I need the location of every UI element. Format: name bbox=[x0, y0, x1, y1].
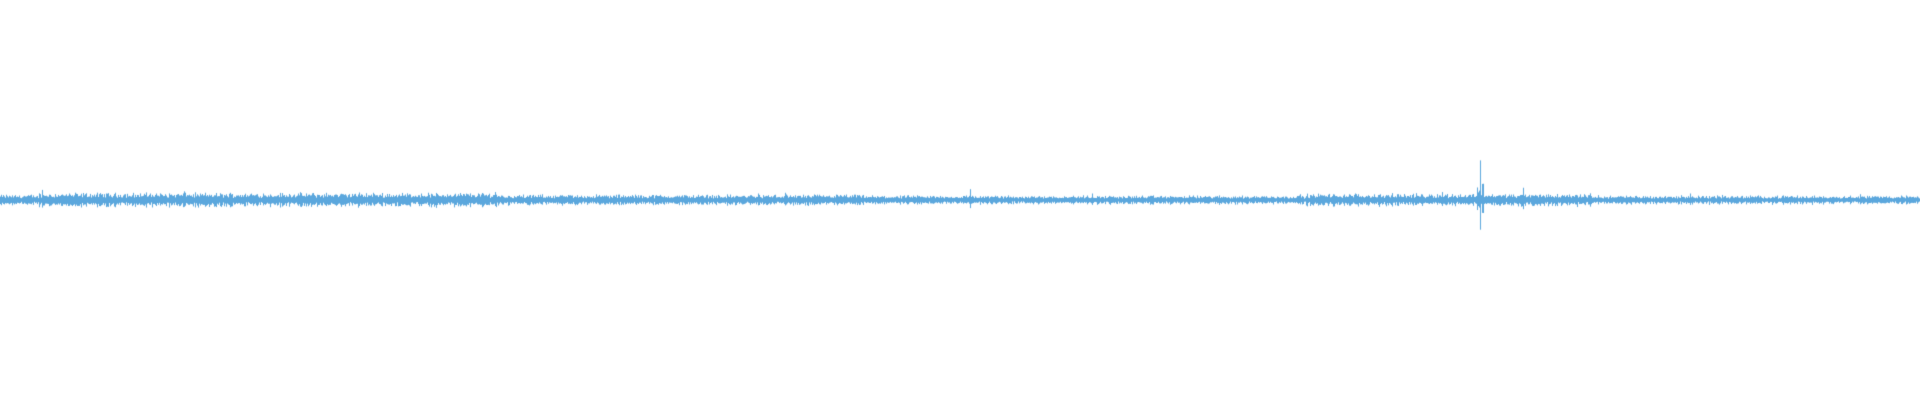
audio-waveform[interactable] bbox=[0, 0, 1920, 400]
waveform-viewport[interactable] bbox=[0, 0, 1920, 400]
